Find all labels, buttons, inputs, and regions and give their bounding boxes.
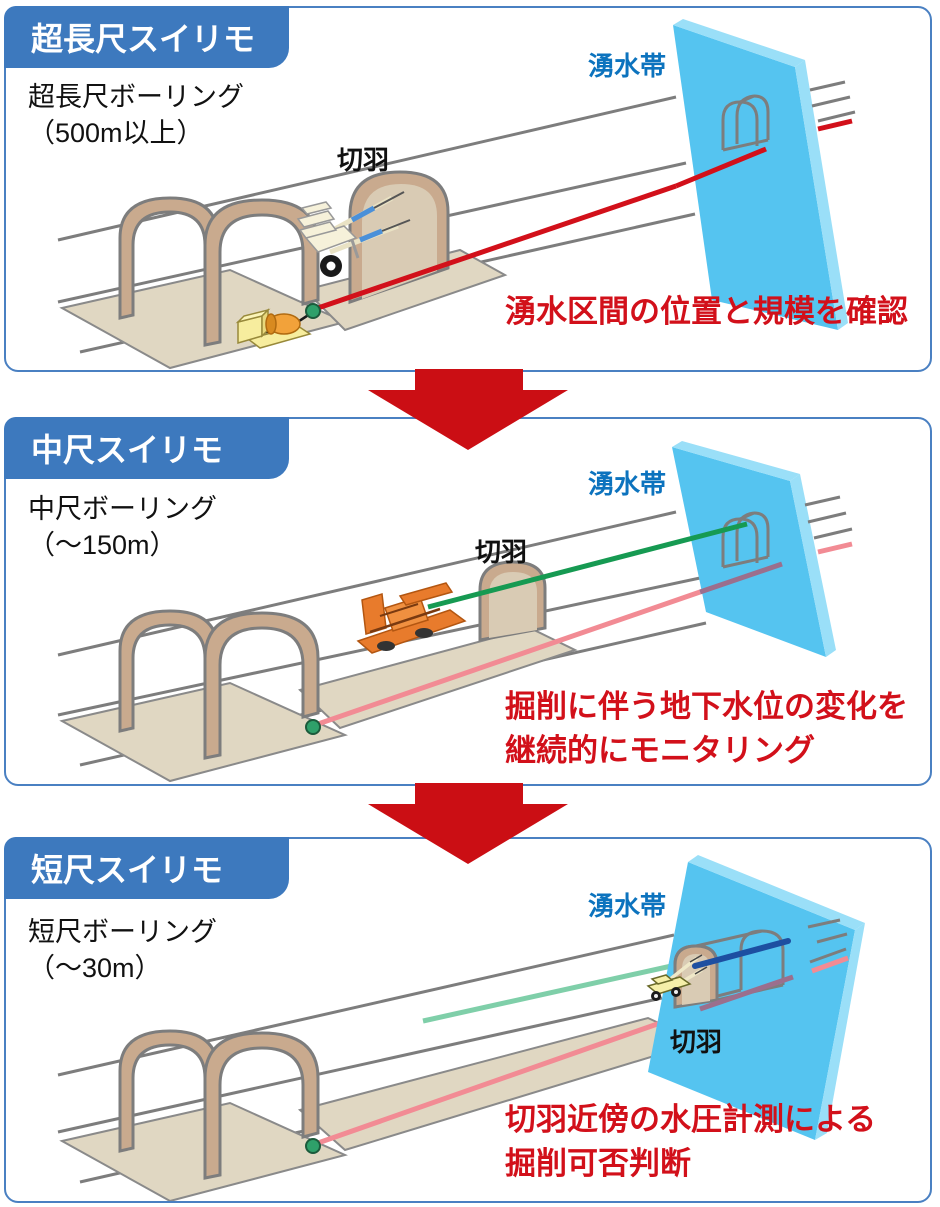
water-zone-label: 湧水帯 <box>588 891 667 921</box>
badge-medium: 中尺スイリモ <box>4 417 289 479</box>
drill-jumbo <box>296 191 411 277</box>
note-short: 切羽近傍の水圧計測による 掘削可否判断 <box>505 1098 876 1186</box>
boring-machine-orange <box>356 582 467 654</box>
subtitle-line1: 中尺ボーリング <box>28 494 217 524</box>
water-zone-label: 湧水帯 <box>588 469 667 499</box>
portal-outline <box>721 94 770 152</box>
bore-line-red-beyond-slab <box>817 118 853 132</box>
water-zone-label: 湧水帯 <box>588 51 667 81</box>
badge-label: 短尺スイリモ <box>31 852 224 888</box>
bore-line-pink-through-slab <box>699 561 783 595</box>
bore-line-mint <box>422 962 677 1024</box>
tunnel-illustration-3 <box>57 855 865 1201</box>
badge-label: 超長尺スイリモ <box>31 21 256 57</box>
tunnel-illustration-1 <box>57 19 856 370</box>
tunnel-illustration-2 <box>57 441 853 783</box>
water-slab <box>673 19 848 330</box>
panel-short: 短尺スイリモ 短尺ボーリング （～30m） <box>4 837 932 1203</box>
face-label: 切羽 <box>475 537 528 567</box>
face-label: 切羽 <box>337 145 390 175</box>
wireframe-beyond-slab <box>804 495 853 540</box>
mini-drill-jumbo <box>646 954 708 1001</box>
winch-unit <box>235 308 313 349</box>
note-line2: 継続的にモニタリング <box>505 733 815 769</box>
bore-line-pink-beyond-slab <box>811 955 849 974</box>
subtitle-line1: 短尺ボーリング <box>28 917 217 947</box>
badge-short: 短尺スイリモ <box>4 837 289 899</box>
panel-ultra-long: 超長尺スイリモ 超長尺ボーリング （500m以上） <box>4 6 932 372</box>
note-ultra-long: 湧水区間の位置と規模を確認 <box>505 290 908 334</box>
subtitle-short: 短尺ボーリング （～30m） <box>28 915 217 987</box>
note-line1: 掘削に伴う地下水位の変化を <box>505 689 908 724</box>
wireframe-beyond-slab <box>807 918 848 964</box>
bore-line-pink <box>317 1006 701 1146</box>
subtitle-line1: 超長尺ボーリング <box>28 82 244 112</box>
bore-line-pink <box>317 589 701 727</box>
water-slab <box>672 441 836 657</box>
badge-ultra-long: 超長尺スイリモ <box>4 6 289 68</box>
note-medium: 掘削に伴う地下水位の変化を 継続的にモニタリング <box>505 685 908 773</box>
face-arch <box>478 560 547 642</box>
tunnel-support-rings <box>118 609 320 760</box>
badge-label: 中尺スイリモ <box>31 432 224 468</box>
bore-line-blue <box>692 938 791 969</box>
subtitle-line2: （～150m） <box>28 529 177 560</box>
bore-line-red-through-slab <box>675 146 767 189</box>
subtitle-line2: （～30m） <box>28 952 162 983</box>
monitor-dot <box>305 1138 321 1154</box>
bore-line-red <box>317 183 677 311</box>
water-slab <box>648 855 865 1140</box>
note-line1: 湧水区間の位置と規模を確認 <box>505 294 908 329</box>
subtitle-ultra-long: 超長尺ボーリング （500m以上） <box>28 80 244 152</box>
bore-line-pink-through-slab <box>699 974 794 1012</box>
panel-medium: 中尺スイリモ 中尺ボーリング （～150m） <box>4 417 932 786</box>
subtitle-line2: （500m以上） <box>28 117 204 148</box>
note-line1: 切羽近傍の水圧計測による <box>505 1102 877 1137</box>
face-label: 切羽 <box>670 1027 723 1057</box>
subtitle-medium: 中尺ボーリング （～150m） <box>28 492 217 564</box>
wireframe-beyond-slab <box>809 80 856 123</box>
bore-line-green <box>427 521 748 610</box>
tunnel-support-rings <box>118 1029 320 1180</box>
monitor-dot <box>305 303 321 319</box>
monitor-dot <box>305 719 321 735</box>
note-line2: 掘削可否判断 <box>505 1146 691 1182</box>
bore-line-pink-beyond-slab <box>817 541 853 555</box>
face-arch <box>673 944 719 1009</box>
